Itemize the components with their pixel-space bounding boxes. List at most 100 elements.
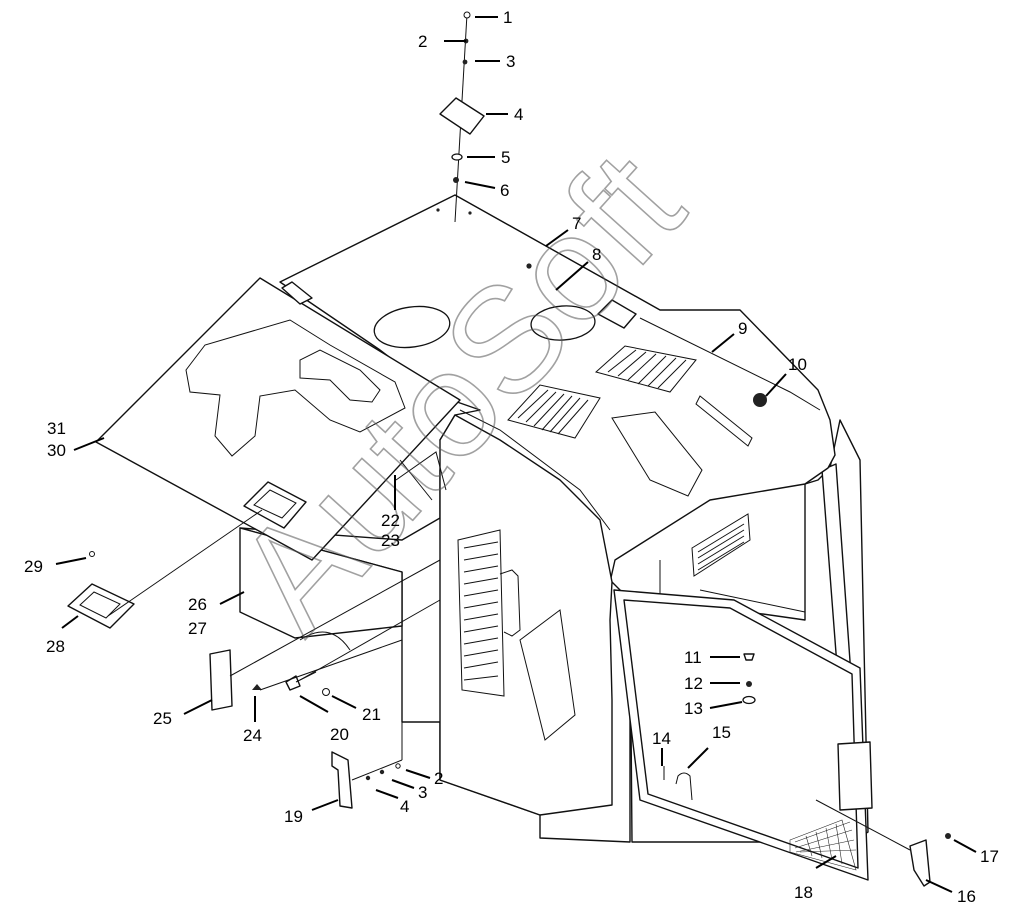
callout-leader-21 bbox=[331, 695, 357, 709]
callout-label-19: 19 bbox=[284, 807, 303, 826]
callout-label-2: 2 bbox=[434, 769, 443, 788]
sun-shade-pattern-inner bbox=[299, 349, 381, 403]
hinge-screw bbox=[463, 11, 471, 19]
callout-label-1: 1 bbox=[503, 8, 512, 27]
hinge-strip bbox=[209, 649, 233, 711]
roof-grille-front-slots bbox=[517, 389, 589, 435]
cab-left-gusset bbox=[239, 527, 403, 639]
bracket-nut bbox=[365, 775, 371, 781]
door-latch-bracket bbox=[837, 741, 873, 811]
callout-label-6: 6 bbox=[500, 181, 509, 200]
cab-door bbox=[613, 589, 873, 881]
callout-label-16: 16 bbox=[957, 887, 976, 906]
clip bbox=[252, 684, 262, 690]
callout-label-7: 7 bbox=[572, 214, 581, 233]
hinge-visor-top bbox=[281, 281, 313, 305]
callout-label-22: 22 bbox=[381, 511, 400, 530]
callout-leader-16 bbox=[925, 879, 953, 893]
pillar-cutout bbox=[519, 609, 576, 741]
sun-shade-hatch-inner bbox=[253, 489, 297, 519]
callout-label-27: 27 bbox=[188, 619, 207, 638]
callout-leader-31 bbox=[73, 437, 105, 451]
roof-duct-opening bbox=[611, 411, 703, 497]
roof-opening-right bbox=[530, 305, 596, 341]
assembly-guide-lines bbox=[107, 509, 911, 851]
rear-window-grille-slots bbox=[697, 523, 745, 571]
callout-leader-13 bbox=[709, 701, 743, 709]
callout-label-10: 10 bbox=[788, 355, 807, 374]
callout-label-5: 5 bbox=[501, 148, 510, 167]
callout-label-18: 18 bbox=[794, 883, 813, 902]
latch-flat-washer bbox=[742, 695, 756, 705]
roof-grille-rear bbox=[594, 345, 697, 393]
callout-leader-28 bbox=[61, 615, 79, 629]
callout-leader-15 bbox=[687, 747, 709, 769]
access-plate bbox=[67, 583, 135, 629]
door-screen-mesh bbox=[789, 819, 857, 871]
bracket-washer bbox=[379, 769, 385, 775]
bracket-screw bbox=[395, 763, 401, 769]
roof-grille-front bbox=[507, 384, 601, 439]
callout-label-13: 13 bbox=[684, 699, 703, 718]
door-handle bbox=[909, 839, 931, 887]
callout-label-30: 30 bbox=[47, 441, 66, 460]
callout-label-2: 2 bbox=[418, 32, 427, 51]
pillar-grille-slots bbox=[463, 541, 499, 681]
pillar-grille bbox=[457, 529, 505, 697]
callout-leader-19 bbox=[311, 799, 339, 811]
roof-bolt bbox=[468, 211, 472, 215]
sun-shade-pattern bbox=[185, 319, 406, 457]
access-plate-screw bbox=[89, 551, 95, 557]
callout-label-21: 21 bbox=[362, 705, 381, 724]
callout-label-25: 25 bbox=[153, 709, 172, 728]
hinge-washer-flat bbox=[451, 153, 463, 161]
callout-label-9: 9 bbox=[738, 319, 747, 338]
latch-lock-washer bbox=[746, 681, 752, 687]
hinge-plate-roof bbox=[597, 299, 637, 329]
callout-leader-10 bbox=[765, 373, 787, 397]
callout-label-8: 8 bbox=[592, 245, 601, 264]
roof-opening-left bbox=[373, 305, 451, 349]
step-bracket bbox=[331, 751, 353, 809]
hinge-plate-top bbox=[439, 97, 485, 135]
cab-roof bbox=[279, 194, 836, 583]
roof-grille-rear-slots bbox=[607, 349, 687, 389]
callout-label-4: 4 bbox=[400, 797, 409, 816]
roof-sun-shade bbox=[95, 277, 461, 561]
callout-leader-26 bbox=[219, 591, 245, 605]
side-support-arc bbox=[299, 631, 351, 651]
roof-cap bbox=[753, 393, 767, 407]
roof-bolt bbox=[436, 208, 440, 212]
cab-front-pillar bbox=[439, 414, 613, 816]
hinge-spring-washer bbox=[462, 59, 468, 65]
callout-label-24: 24 bbox=[243, 726, 262, 745]
sun-shade-hatch bbox=[243, 481, 307, 529]
callout-label-15: 15 bbox=[712, 723, 731, 742]
callout-leader-3 bbox=[391, 779, 415, 789]
callout-label-3: 3 bbox=[506, 52, 515, 71]
callout-leader-25 bbox=[183, 699, 213, 715]
rear-window-grille bbox=[691, 513, 751, 577]
callout-label-12: 12 bbox=[684, 674, 703, 693]
callout-label-26: 26 bbox=[188, 595, 207, 614]
pillar-handle bbox=[499, 569, 521, 637]
callout-leader-18 bbox=[815, 855, 837, 869]
callout-label-3: 3 bbox=[418, 783, 427, 802]
callout-leader-7 bbox=[545, 229, 569, 247]
roof-duct-slot bbox=[695, 395, 753, 447]
door-handle-nut bbox=[945, 833, 951, 839]
roof-bolt bbox=[526, 263, 532, 269]
callout-label-14: 14 bbox=[652, 729, 671, 748]
roof-rim-line bbox=[454, 194, 821, 531]
callout-leader-17 bbox=[953, 839, 977, 853]
callout-leader-29 bbox=[55, 557, 87, 565]
callout-label-29: 29 bbox=[24, 557, 43, 576]
callout-leader-6 bbox=[464, 181, 496, 189]
hinge-nut bbox=[453, 177, 459, 183]
callout-leader-20 bbox=[299, 695, 329, 713]
sun-shade-panel bbox=[95, 277, 461, 561]
callout-leader-4 bbox=[375, 789, 399, 799]
callout-label-28: 28 bbox=[46, 637, 65, 656]
callout-label-20: 20 bbox=[330, 725, 349, 744]
